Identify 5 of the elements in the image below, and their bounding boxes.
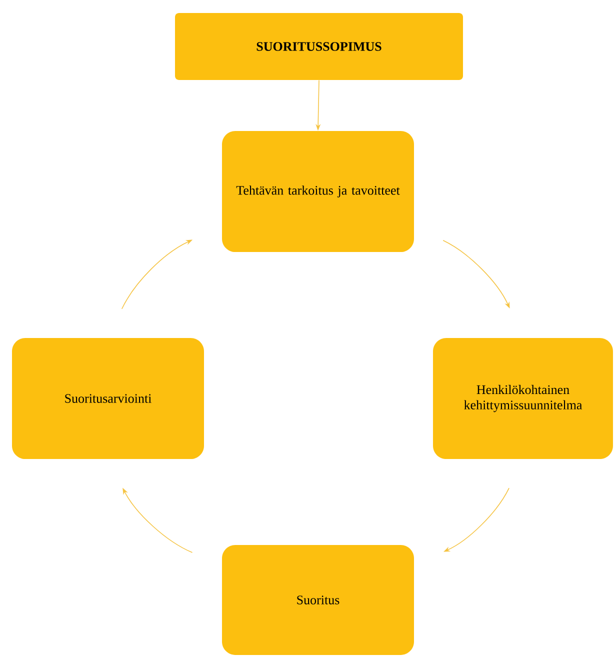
process-box: Suoritus [222, 545, 414, 655]
title-box: SUORITUSSOPIMUS [175, 13, 463, 80]
process-box: Suoritusarviointi [12, 338, 204, 460]
process-box: Henkilökohtainen kehittymissuunnitelma [433, 338, 613, 460]
process-box: Tehtävän tarkoitus ja tavoitteet [222, 130, 414, 252]
